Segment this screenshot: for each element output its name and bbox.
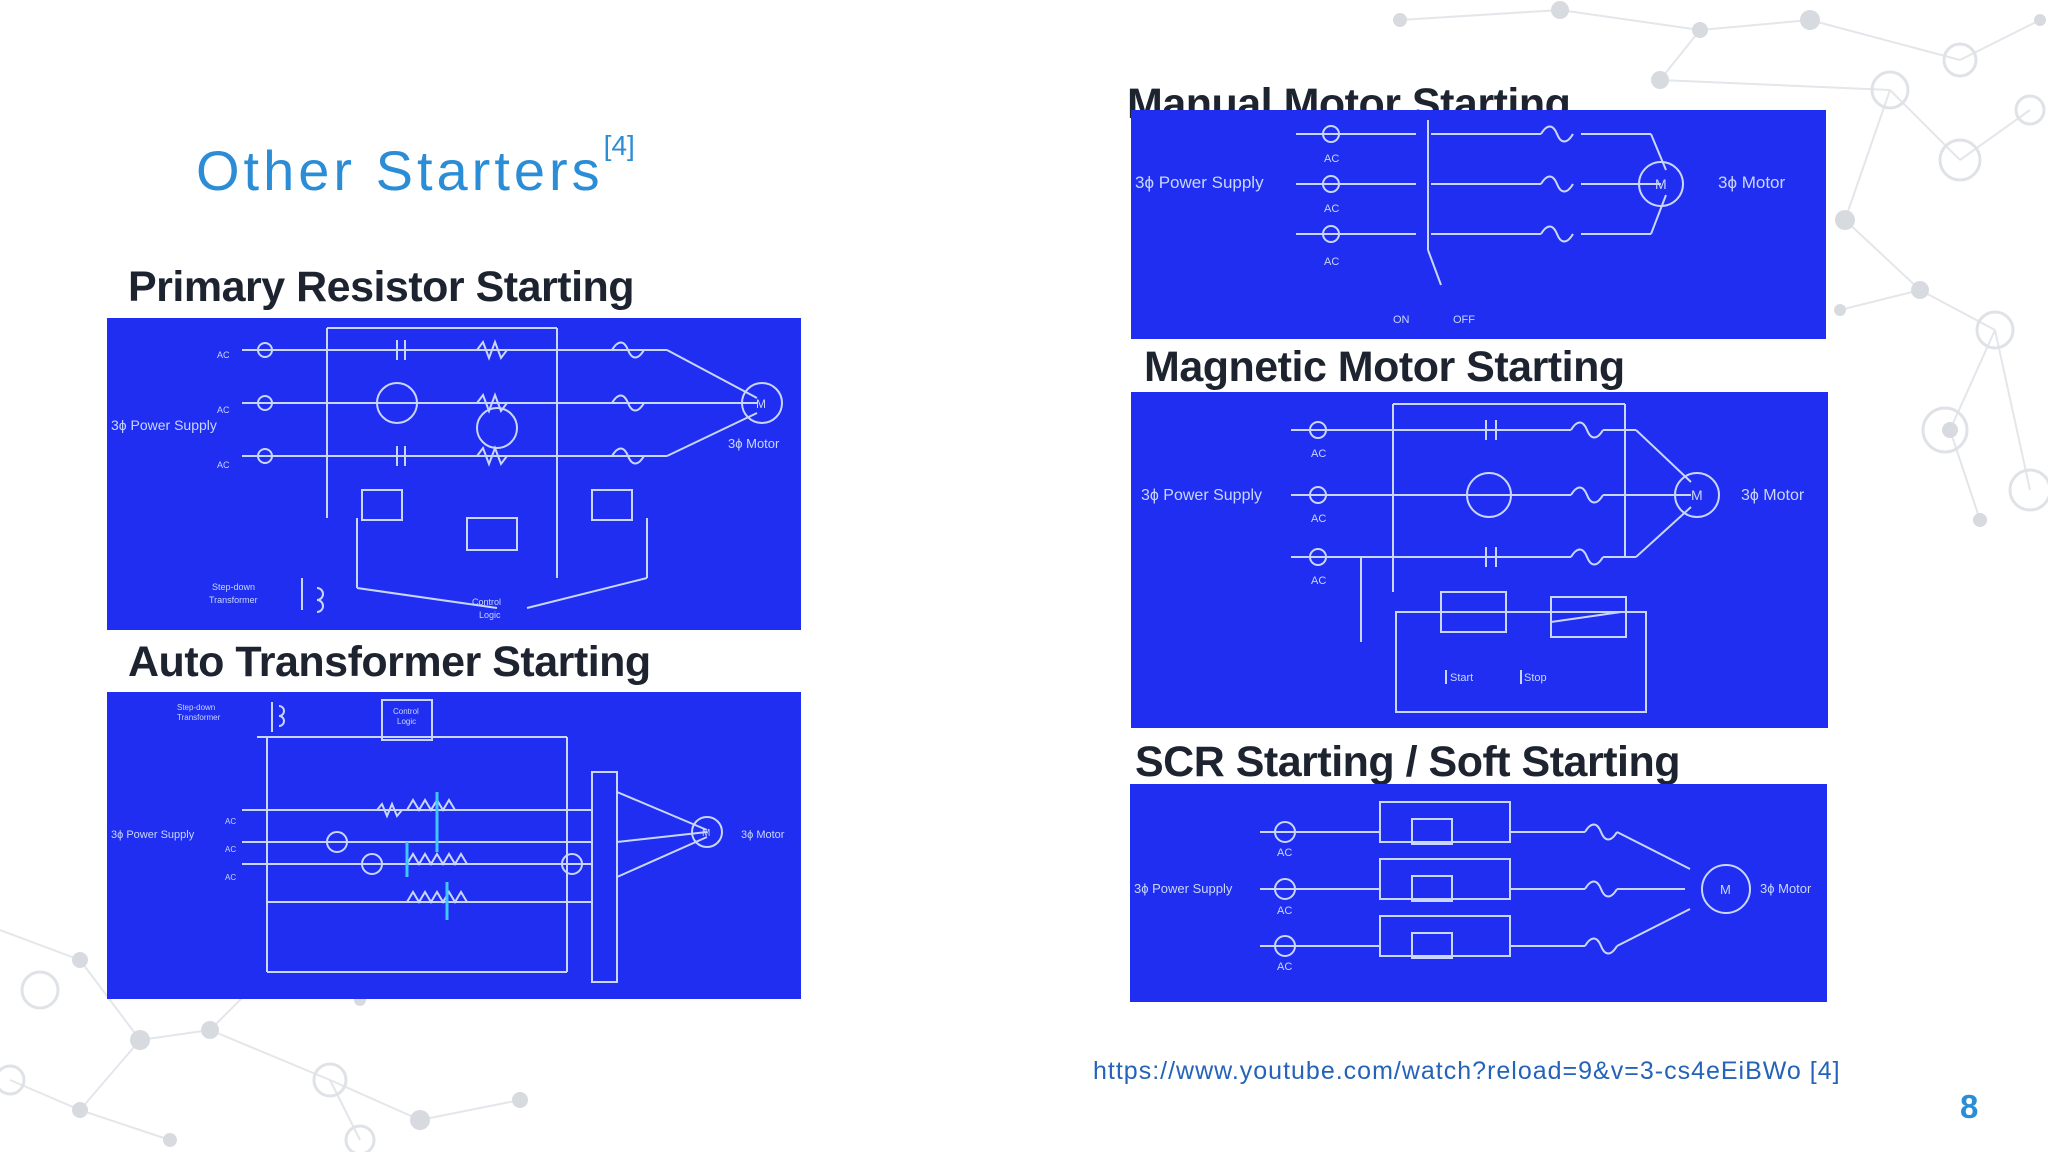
control-label-2: Logic (479, 610, 501, 620)
power-supply-label: 3ϕ Power Supply (111, 829, 195, 841)
ac-label-2: AC (1311, 513, 1326, 525)
heading-primary-resistor: Primary Resistor Starting (128, 263, 635, 311)
transformer-label-2: Transformer (177, 713, 221, 722)
motor-label: 3ϕ Motor (741, 829, 785, 841)
stop-label: Stop (1524, 672, 1547, 684)
ac-label-3: AC (225, 873, 236, 882)
control-label-2: Logic (397, 717, 416, 726)
motor-label: 3ϕ Motor (1760, 881, 1812, 896)
motor-symbol: M (756, 397, 766, 411)
power-supply-label: 3ϕ Power Supply (1134, 881, 1233, 896)
start-label: Start (1450, 672, 1473, 684)
transformer-label-1: Step-down (212, 582, 255, 592)
ac-label-3: AC (1277, 961, 1292, 973)
transformer-label-2: Transformer (209, 595, 258, 605)
off-label: OFF (1453, 314, 1475, 326)
diagram-magnetic-motor: 3ϕ Power Supply 3ϕ Motor M AC AC AC Star… (1131, 392, 1828, 728)
motor-label: 3ϕ Motor (1741, 487, 1805, 504)
heading-magnetic-motor: Magnetic Motor Starting (1144, 343, 1625, 391)
ac-label-2: AC (217, 405, 230, 415)
ac-label-1: AC (1277, 847, 1292, 859)
title-reference: [4] (603, 130, 635, 161)
control-label-1: Control (472, 597, 501, 607)
motor-symbol: M (1720, 882, 1731, 897)
ac-label-2: AC (1324, 203, 1339, 215)
ac-label-3: AC (217, 460, 230, 470)
on-label: ON (1393, 314, 1410, 326)
ac-label-1: AC (225, 817, 236, 826)
power-supply-label: 3ϕ Power Supply (1141, 487, 1262, 504)
primary-resistor-circuit: AC AC AC 3ϕ Power Supply 3ϕ Motor M Step… (111, 327, 783, 620)
ac-label-1: AC (1311, 448, 1326, 460)
heading-auto-transformer: Auto Transformer Starting (128, 638, 651, 686)
ac-label-1: AC (1324, 153, 1339, 165)
ac-label-1: AC (217, 350, 230, 360)
diagram-primary-resistor: AC AC AC 3ϕ Power Supply 3ϕ Motor M Step… (107, 318, 801, 630)
page-number: 8 (1960, 1088, 1979, 1125)
diagram-auto-transformer: Step-down Transformer Control Logic 3ϕ P… (107, 692, 801, 999)
heading-scr-soft: SCR Starting / Soft Starting (1135, 738, 1681, 786)
power-supply-label: 3ϕ Power Supply (111, 417, 217, 433)
magnetic-motor-circuit: 3ϕ Power Supply 3ϕ Motor M AC AC AC Star… (1141, 403, 1805, 713)
control-label-1: Control (393, 707, 419, 716)
diagram-scr-soft: 3ϕ Power Supply 3ϕ Motor M AC AC AC (1130, 784, 1827, 1002)
transformer-label-1: Step-down (177, 703, 215, 712)
manual-motor-circuit: 3ϕ Power Supply 3ϕ Motor M AC AC AC ON O… (1135, 120, 1785, 326)
scr-soft-circuit: 3ϕ Power Supply 3ϕ Motor M AC AC AC (1134, 801, 1812, 973)
source-link[interactable]: https://www.youtube.com/watch?reload=9&v… (1093, 1057, 1841, 1085)
motor-label: 3ϕ Motor (728, 436, 780, 451)
ac-label-3: AC (1324, 256, 1339, 268)
diagram-manual-motor: 3ϕ Power Supply 3ϕ Motor M AC AC AC ON O… (1131, 110, 1826, 339)
ac-label-2: AC (225, 845, 236, 854)
slide-title-text: Other Starters (196, 139, 604, 202)
motor-symbol: M (702, 828, 710, 839)
ac-label-3: AC (1311, 575, 1326, 587)
power-supply-label: 3ϕ Power Supply (1135, 173, 1264, 192)
motor-symbol: M (1691, 487, 1703, 503)
auto-transformer-circuit: Step-down Transformer Control Logic 3ϕ P… (111, 699, 785, 983)
motor-label: 3ϕ Motor (1718, 173, 1785, 192)
motor-symbol: M (1655, 176, 1667, 192)
slide-title: Other Starters[4] (196, 130, 635, 203)
ac-label-2: AC (1277, 905, 1292, 917)
